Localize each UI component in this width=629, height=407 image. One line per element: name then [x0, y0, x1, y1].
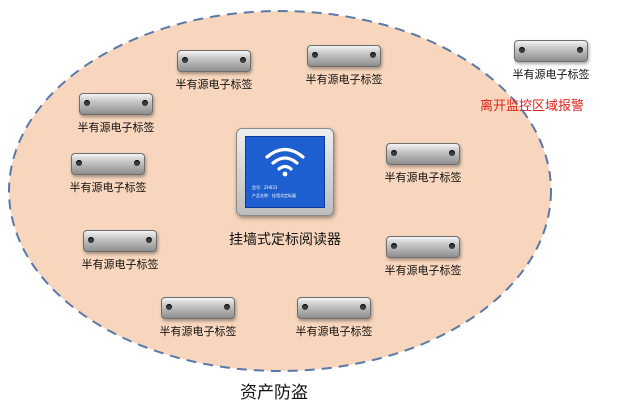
- tag-plate: [71, 153, 145, 175]
- tag-item: 半有源电子标签: [166, 50, 262, 92]
- tag-plate: [307, 45, 381, 67]
- tag-item: 半有源电子标签: [375, 143, 471, 185]
- tag-item: 半有源电子标签: [68, 93, 164, 135]
- tag-item: 半有源电子标签: [375, 236, 471, 278]
- tag-item: 半有源电子标签: [286, 297, 382, 339]
- tag-label: 半有源电子标签: [384, 264, 462, 277]
- tag-plate: [79, 93, 153, 115]
- wall-reader-device: 型号：ZH633 产品名称：挂墙式定标器: [236, 128, 334, 216]
- tag-plate: [161, 297, 235, 319]
- outside-tag-item: 半有源电子标签: [503, 40, 599, 82]
- outside-tag-label: 半有源电子标签: [512, 68, 590, 81]
- tag-item: 半有源电子标签: [150, 297, 246, 339]
- tag-label: 半有源电子标签: [295, 325, 373, 338]
- tag-label: 半有源电子标签: [69, 181, 147, 194]
- tag-plate: [386, 143, 460, 165]
- tag-plate: [177, 50, 251, 72]
- tag-plate: [514, 40, 588, 62]
- tag-plate: [297, 297, 371, 319]
- tag-label: 半有源电子标签: [159, 325, 237, 338]
- reader-product-line: 产品名称：挂墙式定标器: [252, 193, 296, 198]
- tag-label: 半有源电子标签: [175, 78, 253, 91]
- tag-label: 半有源电子标签: [81, 258, 159, 271]
- tag-plate: [83, 230, 157, 252]
- tag-item: 半有源电子标签: [60, 153, 156, 195]
- tag-item: 半有源电子标签: [72, 230, 168, 272]
- tag-plate: [386, 236, 460, 258]
- tag-label: 半有源电子标签: [305, 73, 383, 86]
- zone-caption: 资产防盗: [240, 383, 308, 403]
- tag-label: 半有源电子标签: [384, 171, 462, 184]
- alarm-text: 离开监控区域报警: [480, 99, 585, 114]
- tag-label: 半有源电子标签: [77, 121, 155, 134]
- reader-screen: 型号：ZH633 产品名称：挂墙式定标器: [245, 136, 325, 208]
- reader-caption: 挂墙式定标阅读器: [229, 232, 341, 248]
- reader-model-line: 型号：ZH633: [252, 185, 278, 190]
- tag-item: 半有源电子标签: [296, 45, 392, 87]
- wifi-icon: [265, 147, 305, 177]
